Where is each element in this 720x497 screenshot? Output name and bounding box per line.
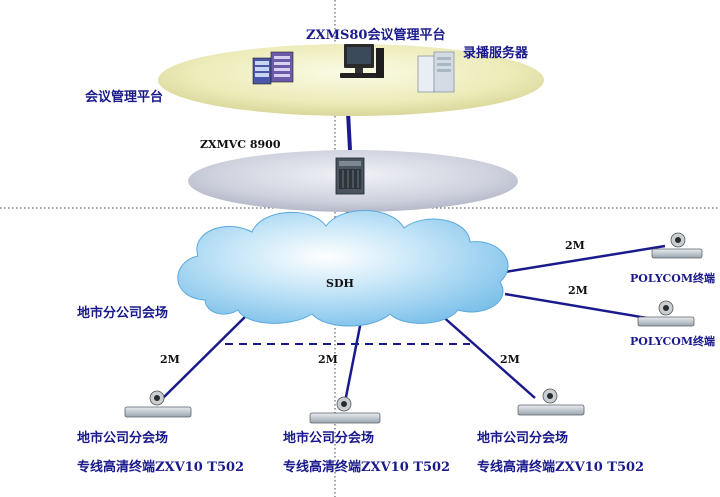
platform-title: ZXMS80会议管理平台 xyxy=(306,28,446,43)
site-2-name: 地市公司分会场 xyxy=(283,431,375,446)
site-3-name: 地市公司分会场 xyxy=(477,431,569,446)
platform-mcu-link xyxy=(346,111,352,151)
polycom-label-1: POLYCOM终端 xyxy=(630,272,716,285)
site-1-name: 地市公司分会场 xyxy=(77,431,169,446)
bandwidth-label-site2: 2M xyxy=(318,353,338,366)
links xyxy=(162,111,666,403)
recording-server-icon xyxy=(417,51,455,93)
polycom-terminal-1-icon xyxy=(651,232,703,259)
platform-side-label: 会议管理平台 xyxy=(85,90,164,105)
site-1-terminal: 专线高清终端ZXV10 T502 xyxy=(77,460,245,475)
cloud-site3-link xyxy=(439,313,536,399)
cloud-site1-link xyxy=(162,309,253,399)
server-rack-icon xyxy=(252,51,294,85)
bandwidth-label-site1: 2M xyxy=(160,353,180,366)
bandwidth-label-polycom2: 2M xyxy=(568,284,588,297)
mcu-device-icon xyxy=(335,157,365,195)
recorder-label: 录播服务器 xyxy=(463,46,529,61)
bandwidth-label-polycom1: 2M xyxy=(565,239,585,252)
site-3-terminal: 专线高清终端ZXV10 T502 xyxy=(477,460,645,475)
cloud-polycom2-link xyxy=(504,292,648,320)
site-2-terminal: 专线高清终端ZXV10 T502 xyxy=(283,460,451,475)
bandwidth-label-site3: 2M xyxy=(500,353,520,366)
mcu-label: ZXMVC 8900 xyxy=(200,138,281,151)
cloud-site2-link xyxy=(343,315,364,403)
polycom-label-2: POLYCOM终端 xyxy=(630,335,716,348)
polycom-terminal-2-icon xyxy=(637,300,695,327)
branch-group-label: 地市分公司会场 xyxy=(77,306,169,321)
desktop-computer-icon xyxy=(340,44,384,78)
site-terminal-3-icon xyxy=(517,388,585,416)
sdh-label: SDH xyxy=(326,277,354,290)
site-terminal-2-icon xyxy=(309,396,381,424)
cloud-polycom1-link xyxy=(504,244,666,274)
sdh-cloud xyxy=(177,210,509,327)
site-terminal-1-icon xyxy=(124,390,192,418)
